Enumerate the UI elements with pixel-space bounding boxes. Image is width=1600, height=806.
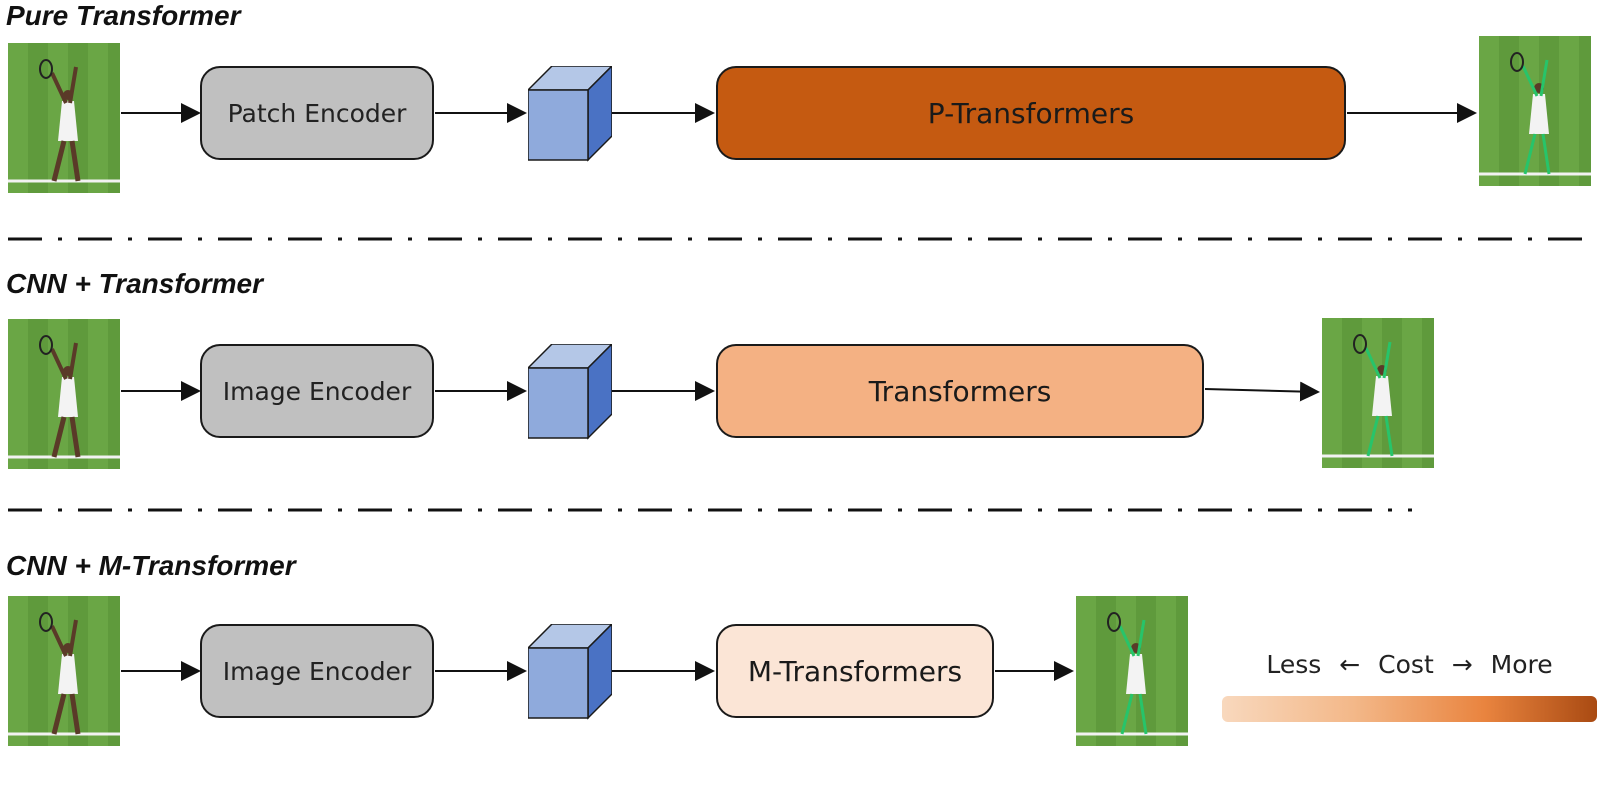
patch-encoder-box: Patch Encoder bbox=[200, 66, 434, 160]
m-transformers-box: M-Transformers bbox=[716, 624, 994, 718]
p-transformers-box: P-Transformers bbox=[716, 66, 1346, 160]
left-arrow-icon: ← bbox=[1339, 650, 1361, 679]
pipeline-pure-transformer: Pure Transformer Patch Encoder P-Transfo… bbox=[0, 0, 1600, 256]
right-arrow-icon: → bbox=[1451, 650, 1473, 679]
feature-cube-icon bbox=[528, 66, 612, 162]
output-pose-image bbox=[1076, 596, 1188, 746]
input-image bbox=[8, 319, 120, 469]
image-encoder-box: Image Encoder bbox=[200, 344, 434, 438]
input-image bbox=[8, 596, 120, 746]
transformers-box: Transformers bbox=[716, 344, 1204, 438]
legend-more: More bbox=[1490, 650, 1553, 679]
output-pose-image bbox=[1479, 36, 1591, 186]
row-separator bbox=[8, 508, 1412, 512]
pipeline-cnn-transformer: CNN + Transformer Image Encoder Transfor… bbox=[0, 268, 1600, 524]
feature-cube-icon bbox=[528, 344, 612, 440]
row-title: CNN + Transformer bbox=[6, 268, 264, 299]
row-title: CNN + M-Transformer bbox=[6, 550, 296, 581]
feature-cube-icon bbox=[528, 624, 612, 720]
cost-gradient-bar bbox=[1222, 696, 1597, 722]
cost-legend-label: Less ← Cost → More bbox=[1222, 650, 1597, 679]
row-separator bbox=[8, 237, 1590, 241]
image-encoder-box: Image Encoder bbox=[200, 624, 434, 718]
pipeline-cnn-m-transformer: CNN + M-Transformer Image Encoder M-Tran… bbox=[0, 550, 1600, 806]
legend-cost: Cost bbox=[1378, 650, 1434, 679]
input-image bbox=[8, 43, 120, 193]
cost-legend: Less ← Cost → More bbox=[1222, 650, 1597, 728]
output-pose-image bbox=[1322, 318, 1434, 468]
row-title: Pure Transformer bbox=[6, 0, 241, 31]
legend-less: Less bbox=[1266, 650, 1322, 679]
